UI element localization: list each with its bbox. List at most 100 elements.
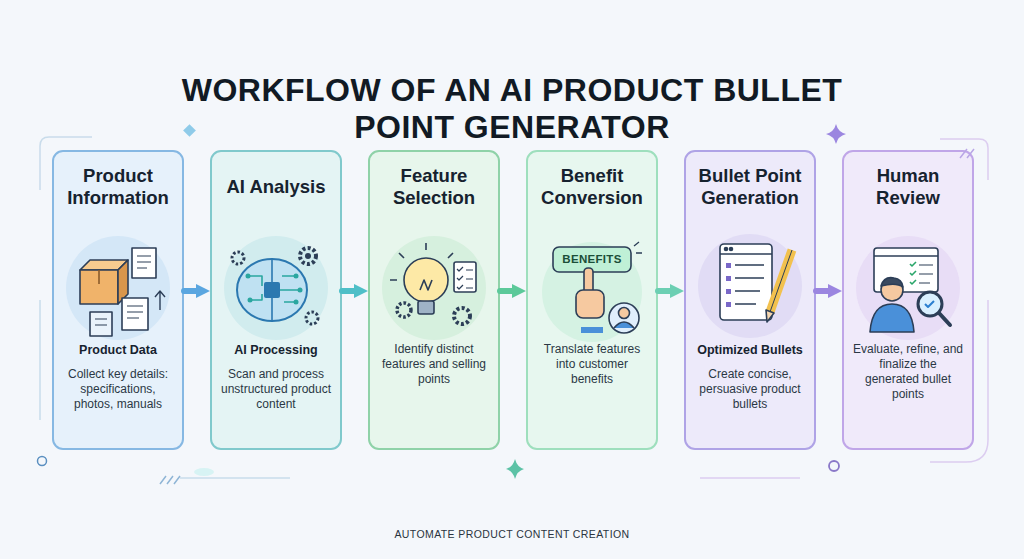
gear [397,303,411,317]
frame-stroke [40,137,92,190]
bulb-base [418,301,434,314]
person-badge [609,303,639,333]
gear [454,308,470,324]
diagram-caption: AUTOMATE PRODUCT CONTENT CREATION [262,528,762,540]
glow-spot [194,468,214,476]
human-review-icon [856,236,960,340]
pencil-tip [766,310,774,322]
step-description: Translate features into customer benefit… [535,342,649,387]
slash-marks [960,149,974,158]
dot-sparkle [38,457,47,466]
step-heading: Product Information [61,164,175,210]
step-description: Identify distinct features and selling p… [377,342,491,387]
flow-arrow [658,288,676,294]
person-body [870,304,914,332]
document-sheet [132,248,156,278]
bullet-dot [726,302,731,307]
pencil-core [770,250,792,312]
bulb-rays [390,243,453,280]
bullet-dot [726,289,731,294]
bulb-glass [404,258,448,302]
frame-stroke [700,477,800,479]
check-marks [910,262,916,284]
magnifier-handle [939,313,950,325]
circuit-node [248,298,253,303]
ai-brain-icon [224,236,328,340]
bulb-filament [420,280,432,290]
document-sheet [90,312,112,336]
pencil-body [770,250,792,312]
circuit-node [294,300,299,305]
person-head [619,308,630,319]
click-marks [634,242,642,253]
document-header [720,253,772,255]
bullet-dot [726,263,731,268]
circuit-node [298,288,303,293]
frame-stroke [39,300,41,420]
hand-cuff [581,327,603,333]
lens-check [925,301,934,307]
step-subheading: AI Processing [219,342,333,358]
decor-lines [40,137,988,484]
step-subheading: Optimized Bullets [693,342,807,358]
hand-palm [576,290,604,318]
person-hair [881,278,903,287]
icon-backdrop [542,242,642,342]
document-lines [127,306,143,318]
screen-header [874,255,938,257]
frame-stroke [940,139,988,180]
circuit-node [246,274,251,279]
flow-arrow [500,288,518,294]
icon-backdrop [224,236,328,340]
star-sparkle [506,459,524,479]
icon-backdrop [382,236,486,340]
diamond-sparkle [183,124,196,137]
icon-backdrop [856,236,960,340]
brain-outline [237,259,307,321]
step-subheading: Product Data [61,342,175,358]
document-page [720,244,772,320]
benefits-icon [542,242,642,342]
gear-hub [305,253,311,259]
gear [232,252,244,264]
button-label: BENEFITS [553,247,631,272]
star-sparkle [826,124,846,144]
step-heading: Bullet Point Generation [693,164,807,210]
document-sheet [122,298,148,330]
box-front [80,270,118,304]
frame-stroke [180,477,290,479]
box-tape [98,270,100,284]
product-data-icon [66,236,170,340]
checklist-marks [457,267,473,289]
bullet-lines [735,265,764,304]
step-heading: AI Analysis [219,164,333,210]
step-heading: Human Review [851,164,965,210]
step-heading: Benefit Conversion [535,164,649,210]
gear [306,312,318,324]
step-description: Create concise, persuasive product bulle… [693,367,807,412]
screen-lines [919,265,933,283]
circuit-traces [248,276,300,302]
icon-backdrop [698,234,802,338]
person-body [614,322,634,328]
bullet-dot [726,276,731,281]
dot-sparkle [829,461,839,471]
feature-bulb-icon [382,236,486,340]
step-description: Evaluate, refine, and finalize the gener… [851,342,965,402]
step-description: Scan and process unstructured product co… [219,367,333,412]
bullets-document-icon [698,234,802,338]
circuit-node [294,274,299,279]
flow-arrow [342,288,360,294]
review-screen [874,248,938,292]
diagram-title: WORKFLOW OF AN AI PRODUCT BULLET POINT G… [162,72,862,146]
flow-arrow [816,288,834,294]
step-description: Collect key details: specifications, pho… [61,367,175,412]
checklist [454,262,476,292]
gear [300,248,316,264]
upload-arrow [155,291,165,310]
circuit-nodes [246,274,303,305]
chip [264,282,280,298]
bullet-dots [726,263,731,307]
document-lines [95,319,107,325]
